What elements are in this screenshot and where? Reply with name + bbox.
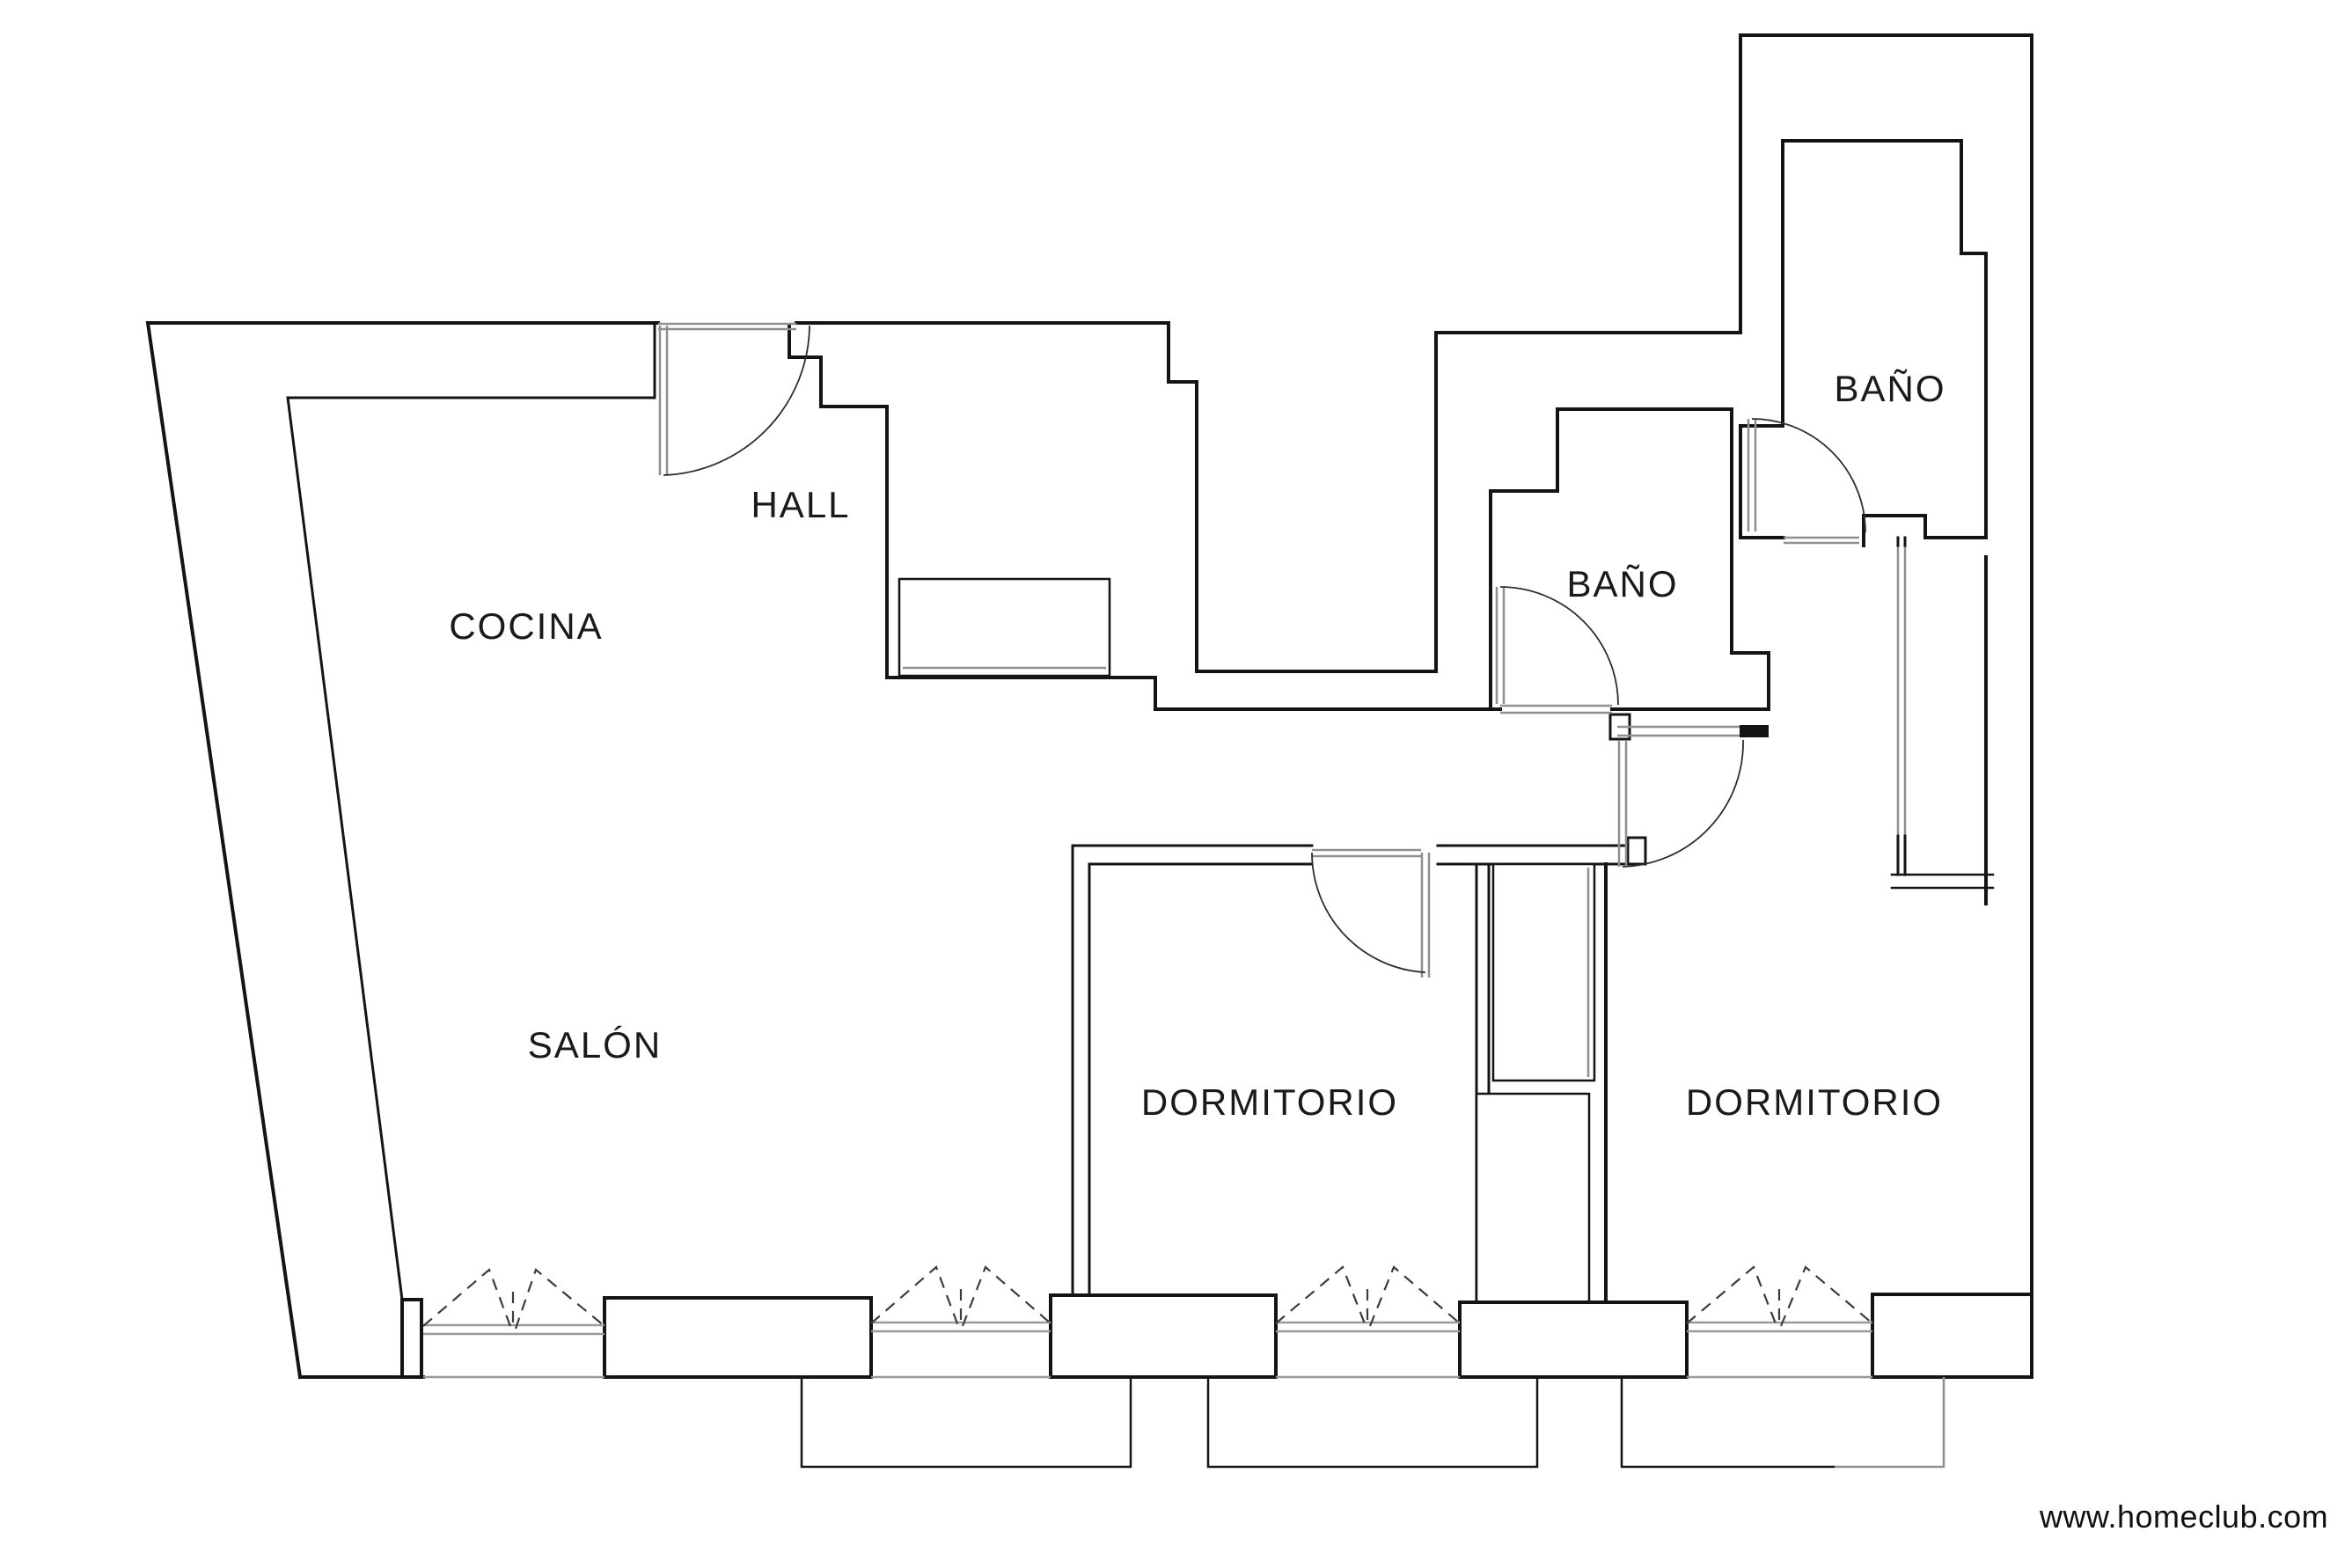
- facade-pier-1: [603, 1296, 873, 1379]
- shaft-lower-box: [1475, 1092, 1591, 1304]
- dormitorio-1-left-wall: [1071, 844, 1091, 1297]
- salon-window-1-sill: [423, 1323, 604, 1379]
- side-window-caps: [1896, 536, 1907, 876]
- interior-walls: [1071, 139, 1995, 1304]
- room-label-dormitorio-1: DORMITORIO: [1141, 1081, 1398, 1123]
- facade-pier-0: [400, 1298, 423, 1379]
- dormitorio-1-door: [1311, 848, 1431, 978]
- entrance-door: [658, 322, 810, 476]
- room-labels: COCINA HALL SALÓN DORMITORIO DORMITORIO …: [449, 368, 1945, 1123]
- entrance-door-arc: [663, 325, 810, 476]
- bano-2-door: [1747, 418, 1866, 545]
- balcony-3-gray-edge: [1835, 1377, 1945, 1469]
- hall-closet-box: [898, 577, 1111, 678]
- dormitorio-2-door-arc: [1622, 739, 1744, 868]
- dormitorio-1-threshold: [1312, 848, 1421, 858]
- salon-window-1-curtain-symbol: [422, 1268, 605, 1330]
- bano-2-walls: [1739, 139, 1988, 547]
- bano-1-threshold: [1500, 704, 1612, 714]
- room-label-bano-1: BAÑO: [1566, 563, 1678, 604]
- watermark-text: www.homeclub.com: [2039, 1498, 2328, 1535]
- lobby-wall-block: [1740, 725, 1769, 737]
- bano-2-threshold: [1784, 536, 1859, 545]
- bano-2-door-leaf: [1747, 419, 1757, 531]
- bano-2-door-arc: [1751, 418, 1866, 533]
- facade-piers: [400, 1293, 2033, 1379]
- entrance-door-leaf: [658, 326, 669, 475]
- dormitorio-2-door-leaf: [1617, 740, 1628, 867]
- dormitorio-2-window-curtain-symbol: [1686, 1265, 1873, 1327]
- salon-window-2-sill: [871, 1321, 1051, 1379]
- dormitorio-2-threshold: [1617, 725, 1740, 737]
- dormitorio-2-window-sill: [1687, 1321, 1872, 1379]
- facade-windows: [422, 1265, 1873, 1379]
- shaft-upper-box: [1491, 862, 1596, 1082]
- outer-walls: [145, 33, 2033, 1380]
- outer-wall-left-slant-top: [145, 321, 660, 1380]
- balcony-1: [800, 1375, 1132, 1469]
- outer-wall-top-right-perimeter: [795, 33, 2033, 1379]
- dormitorio-1-door-arc: [1311, 852, 1426, 973]
- bano-1-walls: [1489, 407, 1770, 711]
- room-label-cocina: COCINA: [449, 605, 603, 647]
- dormitorio-1-window-curtain-symbol: [1275, 1265, 1461, 1327]
- doors: [658, 322, 1866, 978]
- bano-1-door-leaf: [1495, 587, 1506, 704]
- room-label-hall: HALL: [751, 484, 850, 525]
- dormitorio-1-window-sill: [1276, 1321, 1460, 1379]
- side-window-glass-lines: [1896, 546, 1907, 836]
- room-label-bano-2: BAÑO: [1834, 368, 1945, 409]
- inner-wall-kitchen-band: [286, 324, 656, 1301]
- bano-1-door-arc: [1499, 586, 1619, 706]
- dormitorio-1-door-leaf: [1420, 853, 1431, 978]
- hall-step-walls: [788, 324, 1492, 711]
- balcony-2: [1206, 1375, 1539, 1469]
- bano-1-door: [1495, 586, 1619, 714]
- side-window-strip: [1896, 536, 1907, 876]
- facade-pier-3: [1458, 1301, 1689, 1379]
- salon-window-2-curtain-symbol: [870, 1265, 1051, 1327]
- balcony-3: [1620, 1375, 1836, 1469]
- closet-boxes: [898, 577, 1596, 1304]
- facade-pier-2: [1049, 1293, 1278, 1379]
- bano-2-left-lower-wall: [1739, 424, 1785, 539]
- room-label-dormitorio-2: DORMITORIO: [1686, 1081, 1943, 1123]
- balconies: [800, 1375, 1945, 1469]
- corridor-door-jamb: [1626, 836, 1647, 866]
- entrance-threshold: [658, 322, 796, 331]
- dormitorio-2-interior-window: [1890, 873, 1995, 890]
- room-label-salon: SALÓN: [528, 1024, 662, 1066]
- facade-pier-4: [1871, 1293, 2033, 1379]
- dormitorio-2-door: [1617, 725, 1744, 868]
